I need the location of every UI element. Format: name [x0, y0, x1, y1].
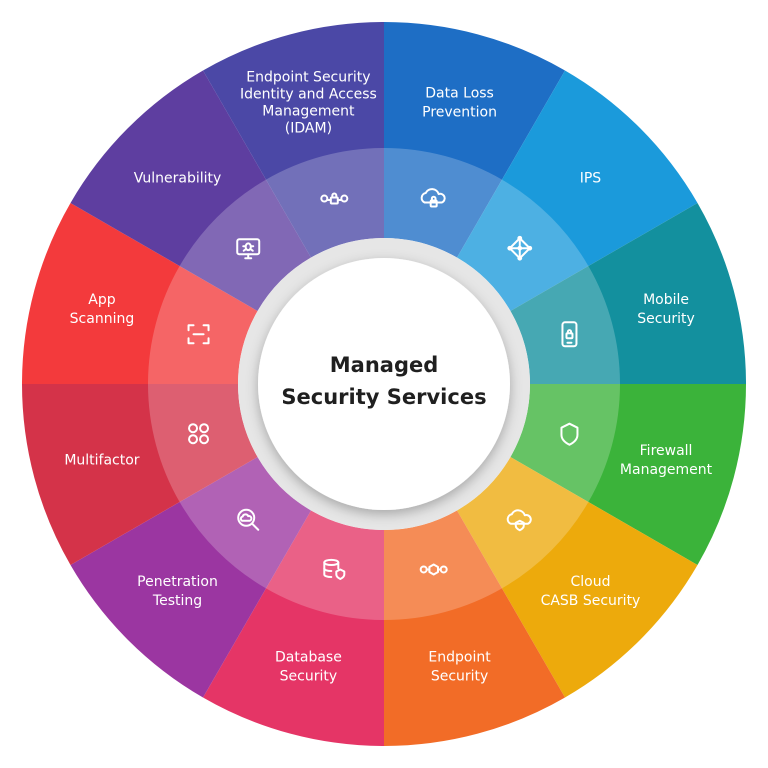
segment-label-line: Cloud	[570, 574, 610, 590]
segment-cloud-casb-security	[457, 457, 698, 698]
inner-ring-mobile-security	[510, 266, 620, 384]
inner-ring-endpoint-security	[384, 510, 502, 620]
wheel-segments	[22, 22, 746, 746]
segment-firewall-management	[510, 384, 746, 565]
segment-label-line: Endpoint Security	[246, 69, 370, 85]
segment-label-line: Penetration	[137, 574, 218, 590]
segment-label-line: Firewall	[640, 443, 693, 459]
segment-label-line: Testing	[152, 593, 202, 609]
segment-label-line: Management	[262, 103, 355, 119]
segment-label-line: Multifactor	[64, 453, 139, 469]
segment-app-scanning	[22, 203, 258, 384]
segment-label-line: Identity and Access	[240, 86, 377, 102]
inner-ring-penetration-testing	[179, 457, 311, 589]
center-title-line1: Managed	[330, 353, 439, 377]
segment-label-line: Prevention	[422, 104, 497, 120]
segment-label-vulnerability: Vulnerability	[134, 171, 222, 187]
inner-ring-ips	[457, 179, 589, 311]
segment-label-line: Database	[275, 650, 342, 666]
segment-multifactor	[22, 384, 258, 565]
segment-label-line: Security	[431, 669, 489, 685]
segment-vulnerability	[70, 70, 311, 311]
inner-ring-endpoint-security-identity-and-access-management-idam	[266, 148, 384, 258]
center-disc	[258, 258, 510, 510]
segment-label-line: (IDAM)	[285, 120, 332, 136]
segment-label-line: App	[88, 292, 115, 308]
segment-data-loss-prevention	[384, 22, 565, 258]
segment-label-line: Security	[280, 669, 338, 685]
segment-label-line: Management	[620, 462, 713, 478]
segment-label-line: Security	[637, 311, 695, 327]
segment-ips	[457, 70, 698, 311]
segment-label-line: Scanning	[70, 311, 135, 327]
segment-label-multifactor: Multifactor	[64, 453, 139, 469]
segment-label-ips: IPS	[580, 171, 602, 187]
segment-label-line: Vulnerability	[134, 171, 222, 187]
segment-label-line: Data Loss	[425, 85, 494, 101]
segment-label-line: Endpoint	[428, 650, 491, 666]
segment-label-line: IPS	[580, 171, 602, 187]
segment-label-line: Mobile	[643, 292, 689, 308]
segment-label-line: CASB Security	[541, 593, 641, 609]
center-title-line2: Security Services	[281, 385, 486, 409]
